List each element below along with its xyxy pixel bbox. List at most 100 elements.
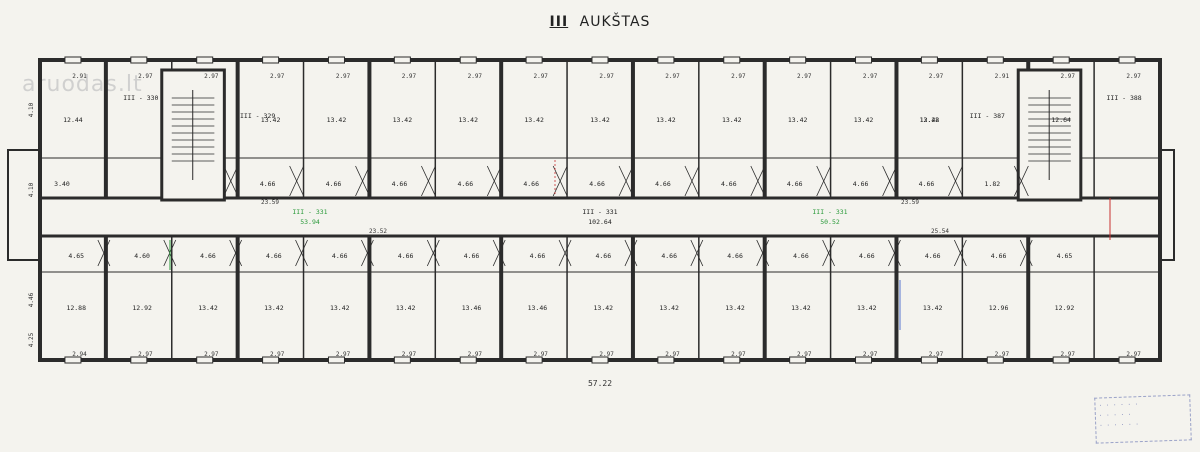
door-swing-bottom <box>888 239 901 267</box>
door-swing-bottom <box>953 239 967 267</box>
bottom-width-label: 2.97 <box>402 351 417 358</box>
corridor-area: 102.64 <box>588 218 612 226</box>
door-swing-bottom <box>558 239 572 267</box>
top-room-area: 13.42 <box>656 116 676 124</box>
bottom-width-label: 2.97 <box>731 351 746 358</box>
door-swing-top <box>948 165 963 197</box>
floor-number: III <box>549 14 569 30</box>
right-stub <box>1159 149 1175 261</box>
window-bottom <box>327 356 345 364</box>
corridor-area: 53.94 <box>300 218 320 226</box>
bottom-width-label: 2.97 <box>138 351 153 358</box>
door-swing-bottom <box>624 239 638 267</box>
bottom-width-label: 2.97 <box>929 351 944 358</box>
bottom-width-label: 2.97 <box>599 351 614 358</box>
top-room-area: 13.42 <box>722 116 742 124</box>
window-bottom <box>657 356 675 364</box>
left-height-label: 4.46 <box>28 292 35 307</box>
top-width-label: 2.97 <box>270 73 285 80</box>
bottom-width-label: 2.97 <box>1061 351 1076 358</box>
entrance-stub <box>7 149 41 261</box>
top-entry-area: 4.66 <box>919 180 935 188</box>
unit-label: III - 329 <box>240 112 275 120</box>
top-width-label: 2.97 <box>402 73 417 80</box>
top-entry-area: 4.66 <box>655 180 671 188</box>
door-swing-top <box>552 165 568 197</box>
top-room-area: 12.28 <box>920 116 940 124</box>
window-top <box>1118 56 1136 64</box>
top-width-label: 2.97 <box>863 73 878 80</box>
bottom-room-area: 13.42 <box>396 304 416 312</box>
top-room-area: 13.42 <box>458 116 478 124</box>
bottom-entry-area: 4.65 <box>1057 252 1073 260</box>
bottom-width-label: 2.97 <box>1126 351 1141 358</box>
window-bottom <box>64 356 82 364</box>
door-swing-bottom <box>492 239 506 267</box>
bottom-room-area: 13.42 <box>857 304 877 312</box>
top-room-area: 12.64 <box>1051 116 1071 124</box>
bottom-room-area: 13.42 <box>198 304 218 312</box>
corridor-dim: 23.59 <box>901 199 919 206</box>
top-room-area: 13.42 <box>590 116 610 124</box>
stamp: · · · · · · · · · · · · · · · · · <box>1094 394 1192 444</box>
top-entry-area: 4.66 <box>589 180 605 188</box>
stamp-line: · · · · · · <box>1099 421 1140 430</box>
left-height-label: 4.25 <box>28 332 35 347</box>
top-width-label: 2.97 <box>336 73 351 80</box>
overall-length: 57.22 <box>588 379 612 388</box>
top-entry-area: 4.66 <box>721 180 737 188</box>
top-width-label: 2.97 <box>1061 73 1076 80</box>
window-bottom <box>262 356 280 364</box>
left-height-label: 4.10 <box>28 102 35 117</box>
top-width-label: 2.97 <box>797 73 812 80</box>
bottom-room-area: 12.92 <box>132 304 152 312</box>
window-top <box>723 56 741 64</box>
top-entry-area: 4.66 <box>523 180 539 188</box>
bottom-entry-area: 4.60 <box>134 252 150 260</box>
window-bottom <box>591 356 609 364</box>
top-entry-area: 1.82 <box>985 180 1001 188</box>
door-swing-top <box>421 165 436 197</box>
door-swing-top <box>355 165 370 197</box>
door-swing-bottom <box>1019 239 1033 267</box>
door-swing-bottom <box>229 239 243 267</box>
top-width-label: 2.97 <box>204 73 219 80</box>
bottom-width-label: 2.97 <box>533 351 548 358</box>
door-swing-bottom <box>295 239 308 267</box>
window-top <box>591 56 609 64</box>
bottom-room-area: 13.42 <box>594 304 614 312</box>
bottom-entry-area: 4.66 <box>464 252 480 260</box>
window-top <box>855 56 873 64</box>
window-top <box>657 56 675 64</box>
window-top <box>196 56 214 64</box>
window-top <box>327 56 345 64</box>
top-width-label: 2.91 <box>995 73 1010 80</box>
door-swing-top <box>684 165 700 197</box>
window-bottom <box>1052 356 1070 364</box>
window-top <box>130 56 148 64</box>
top-room-area: 13.42 <box>261 116 281 124</box>
top-entry-area: 4.66 <box>326 180 342 188</box>
window-top <box>525 56 543 64</box>
door-swing-top <box>882 165 897 197</box>
bottom-room-area: 13.42 <box>659 304 679 312</box>
unit-label: III - 330 <box>123 94 158 102</box>
corridor-code: III - 331 <box>582 208 617 216</box>
bottom-entry-area: 4.66 <box>925 252 941 260</box>
bottom-entry-area: 4.66 <box>727 252 743 260</box>
bottom-room-area: 12.96 <box>989 304 1009 312</box>
window-bottom <box>393 356 411 364</box>
top-room-area: 12.44 <box>63 116 83 124</box>
bottom-width-label: 2.97 <box>863 351 878 358</box>
bottom-width-label: 2.97 <box>995 351 1010 358</box>
floor-label: AUKŠTAS <box>579 14 651 30</box>
top-entry-area: 4.66 <box>787 180 803 188</box>
top-width-label: 2.97 <box>1126 73 1141 80</box>
corridor-area: 50.52 <box>820 218 840 226</box>
door-swing-top <box>289 165 305 197</box>
top-entry-area: 4.66 <box>457 180 473 188</box>
door-swing-bottom <box>426 239 440 267</box>
top-width-label: 2.97 <box>138 73 153 80</box>
bottom-width-label: 2.97 <box>797 351 812 358</box>
bottom-room-area: 13.42 <box>330 304 350 312</box>
